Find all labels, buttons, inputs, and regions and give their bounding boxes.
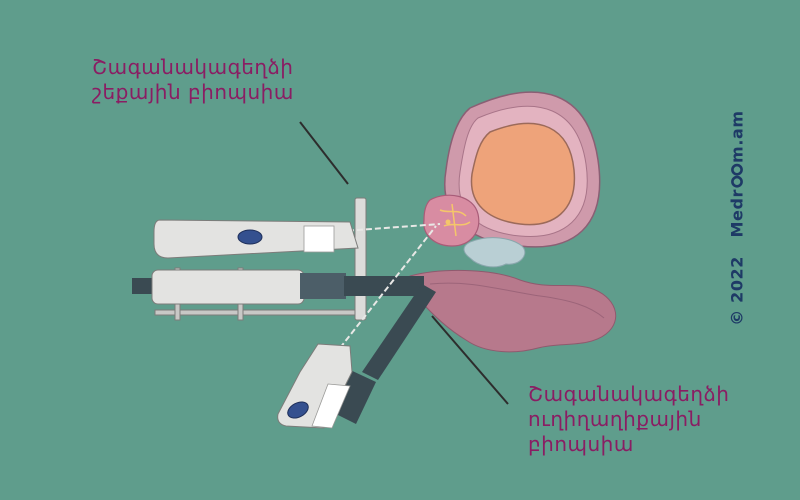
prostate	[423, 194, 480, 247]
transrectal-label-line-2: ուղիղաղիքային	[528, 407, 702, 431]
transrectal-label-line-1: Շագանակագեղձի	[528, 382, 730, 406]
brand-suffix: m.am	[727, 110, 747, 163]
bladder	[444, 91, 601, 248]
copyright-year: © 2022	[727, 255, 747, 326]
brand-prefix: Medr	[727, 188, 747, 238]
leader-line-transperineal	[299, 121, 349, 185]
transperineal-biopsy-label: Շագանակագեղձի շեքային բիոպսիա	[92, 55, 294, 105]
leader-line-transrectal	[431, 315, 509, 405]
copyright-watermark: © 2022 Medr m.am	[728, 110, 747, 325]
seminal-vesicles	[463, 237, 526, 268]
infinity-logo-icon	[731, 164, 743, 188]
transperineal-needle	[153, 219, 441, 259]
transrectal-label-line-3: բիոպսիա	[528, 432, 634, 456]
rectum	[406, 269, 617, 353]
transperineal-label-line-2: շեքային բիոպսիա	[92, 80, 294, 104]
transrectal-needle	[277, 225, 437, 429]
transperineal-label-line-1: Շագանակագեղձի	[92, 55, 294, 79]
ultrasound-probe	[132, 269, 424, 305]
transrectal-biopsy-label: Շագանակագեղձի ուղիղաղիքային բիոպսիա	[528, 382, 729, 457]
